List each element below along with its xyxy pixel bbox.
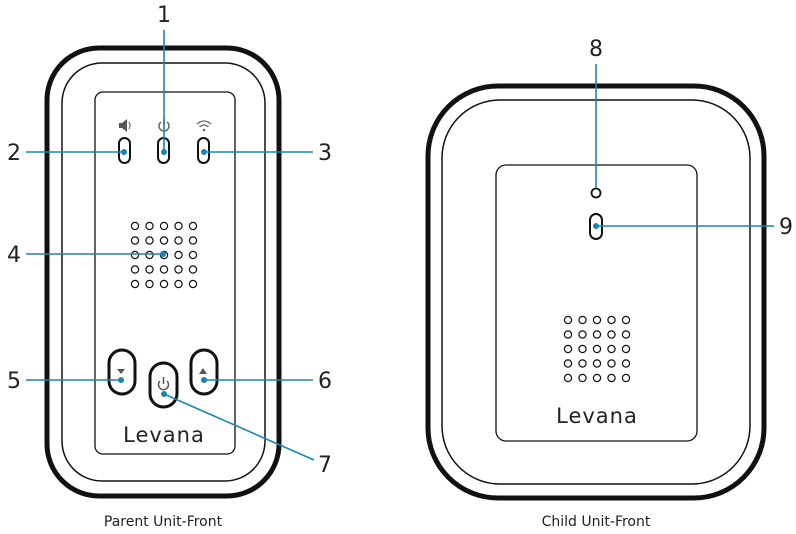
grille-hole <box>607 344 616 354</box>
grille-hole <box>592 315 602 325</box>
svg-text:6: 6 <box>318 369 332 394</box>
grille-hole <box>174 279 183 289</box>
svg-text:3: 3 <box>318 141 332 166</box>
child-brand-logo: Levana <box>556 404 638 428</box>
grille-hole <box>130 236 140 245</box>
svg-text:5: 5 <box>7 369 21 394</box>
parent-led-sound <box>118 137 131 164</box>
power-button[interactable] <box>148 361 179 409</box>
volume-up-button[interactable] <box>189 348 219 396</box>
svg-text:8: 8 <box>589 37 603 62</box>
parent-unit-outer-shell <box>44 45 282 499</box>
grille-hole <box>607 315 616 325</box>
child-unit-caption: Child Unit-Front <box>542 514 651 530</box>
grille-hole <box>621 344 631 354</box>
parent-brand-logo: Levana <box>123 423 205 447</box>
callout-6: 6 <box>201 369 332 394</box>
grille-hole <box>174 236 183 245</box>
grille-hole <box>621 330 631 339</box>
grille-hole <box>563 315 573 325</box>
svg-text:1: 1 <box>157 3 171 28</box>
speaker-icon <box>119 119 131 132</box>
child-speaker-grille <box>563 315 631 383</box>
volume-down-button[interactable] <box>107 348 137 396</box>
callout-9: 9 <box>593 215 793 240</box>
callout-2: 2 <box>7 141 127 166</box>
grille-hole <box>174 265 183 274</box>
grille-hole <box>130 250 140 260</box>
grille-hole <box>592 330 602 339</box>
grille-hole <box>563 373 573 383</box>
callout-5: 5 <box>7 369 124 394</box>
grille-hole <box>592 344 602 354</box>
svg-text:4: 4 <box>7 243 21 268</box>
svg-text:7: 7 <box>318 453 332 478</box>
grille-hole <box>563 344 573 354</box>
callout-1: 1 <box>157 3 171 155</box>
grille-hole <box>563 359 573 368</box>
child-unit-faceplate <box>495 164 698 442</box>
grille-hole <box>578 315 587 325</box>
svg-text:2: 2 <box>7 141 21 166</box>
grille-hole <box>578 373 587 383</box>
grille-hole <box>174 250 183 260</box>
volume-down-icon <box>117 369 125 374</box>
svg-text:9: 9 <box>779 215 793 240</box>
grille-hole <box>607 373 616 383</box>
child-microphone <box>590 187 602 199</box>
grille-hole <box>159 279 169 289</box>
grille-hole <box>174 221 183 231</box>
grille-hole <box>592 359 602 368</box>
grille-hole <box>145 265 154 274</box>
callout-8: 8 <box>589 37 603 188</box>
callout-3: 3 <box>201 141 332 166</box>
grille-hole <box>621 373 631 383</box>
grille-hole <box>607 330 616 339</box>
grille-hole <box>578 344 587 354</box>
grille-hole <box>578 359 587 368</box>
grille-hole <box>621 359 631 368</box>
grille-hole <box>621 315 631 325</box>
parent-unit-caption: Parent Unit-Front <box>104 514 223 530</box>
callout-4: 4 <box>7 243 166 268</box>
grille-hole <box>592 373 602 383</box>
grille-hole <box>188 265 198 274</box>
grille-hole <box>159 265 169 274</box>
grille-hole <box>159 236 169 245</box>
grille-hole <box>578 330 587 339</box>
grille-hole <box>188 250 198 260</box>
wifi-icon <box>196 120 212 132</box>
parent-speaker-grille <box>130 221 198 289</box>
parent-led-link <box>197 137 210 164</box>
grille-hole <box>145 236 154 245</box>
parent-unit: Levana Parent Unit-Front <box>44 45 282 530</box>
grille-hole <box>188 279 198 289</box>
grille-hole <box>145 279 154 289</box>
grille-hole <box>130 221 140 231</box>
grille-hole <box>563 330 573 339</box>
callout-7: 7 <box>161 391 332 478</box>
grille-hole <box>145 221 154 231</box>
grille-hole <box>188 221 198 231</box>
grille-hole <box>607 359 616 368</box>
grille-hole <box>145 250 154 260</box>
power-button-icon <box>157 377 170 391</box>
grille-hole <box>130 279 140 289</box>
grille-hole <box>159 221 169 231</box>
volume-up-icon <box>199 368 207 374</box>
grille-hole <box>130 265 140 274</box>
parent-unit-faceplate <box>94 91 236 455</box>
grille-hole <box>188 236 198 245</box>
